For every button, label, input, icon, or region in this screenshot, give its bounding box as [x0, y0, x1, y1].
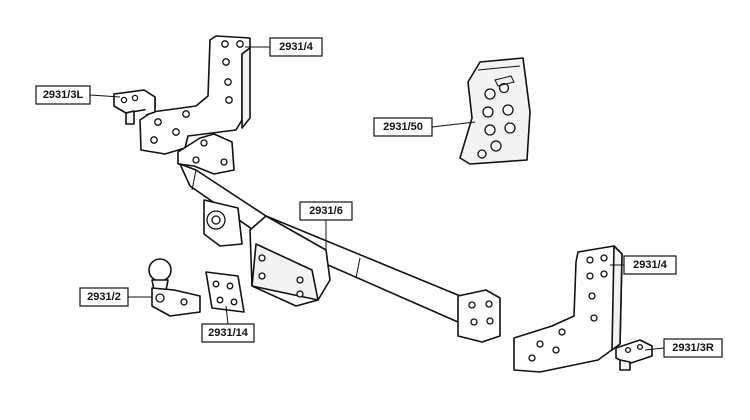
label-text: 2931/4	[633, 259, 668, 271]
label-text: 2931/2	[87, 291, 121, 303]
right-small-bracket	[615, 339, 653, 371]
towball	[148, 258, 201, 317]
right-side-bracket	[513, 245, 623, 373]
label-text: 2931/4	[279, 41, 314, 53]
label-text: 2931/50	[383, 121, 423, 133]
label-2931-4-right: 2931/4	[623, 255, 677, 275]
leader-lines	[89, 46, 665, 351]
label-2931-3l: 2931/3L	[35, 85, 91, 105]
label-2931-50: 2931/50	[373, 117, 433, 137]
left-small-bracket	[113, 89, 156, 125]
label-2931-6: 2931/6	[299, 201, 353, 221]
label-2931-4-upper: 2931/4	[269, 37, 323, 57]
label-2931-2: 2931/2	[79, 287, 129, 307]
label-2931-3r: 2931/3R	[663, 338, 723, 358]
label-text: 2931/6	[309, 205, 343, 217]
fixing-kit-bag	[459, 57, 531, 165]
label-text: 2931/3R	[672, 342, 714, 354]
label-text: 2931/14	[208, 327, 249, 339]
label-text: 2931/3L	[43, 89, 84, 101]
left-side-bracket	[139, 35, 251, 155]
label-2931-14: 2931/14	[201, 323, 255, 343]
spacer-plate	[205, 271, 245, 313]
